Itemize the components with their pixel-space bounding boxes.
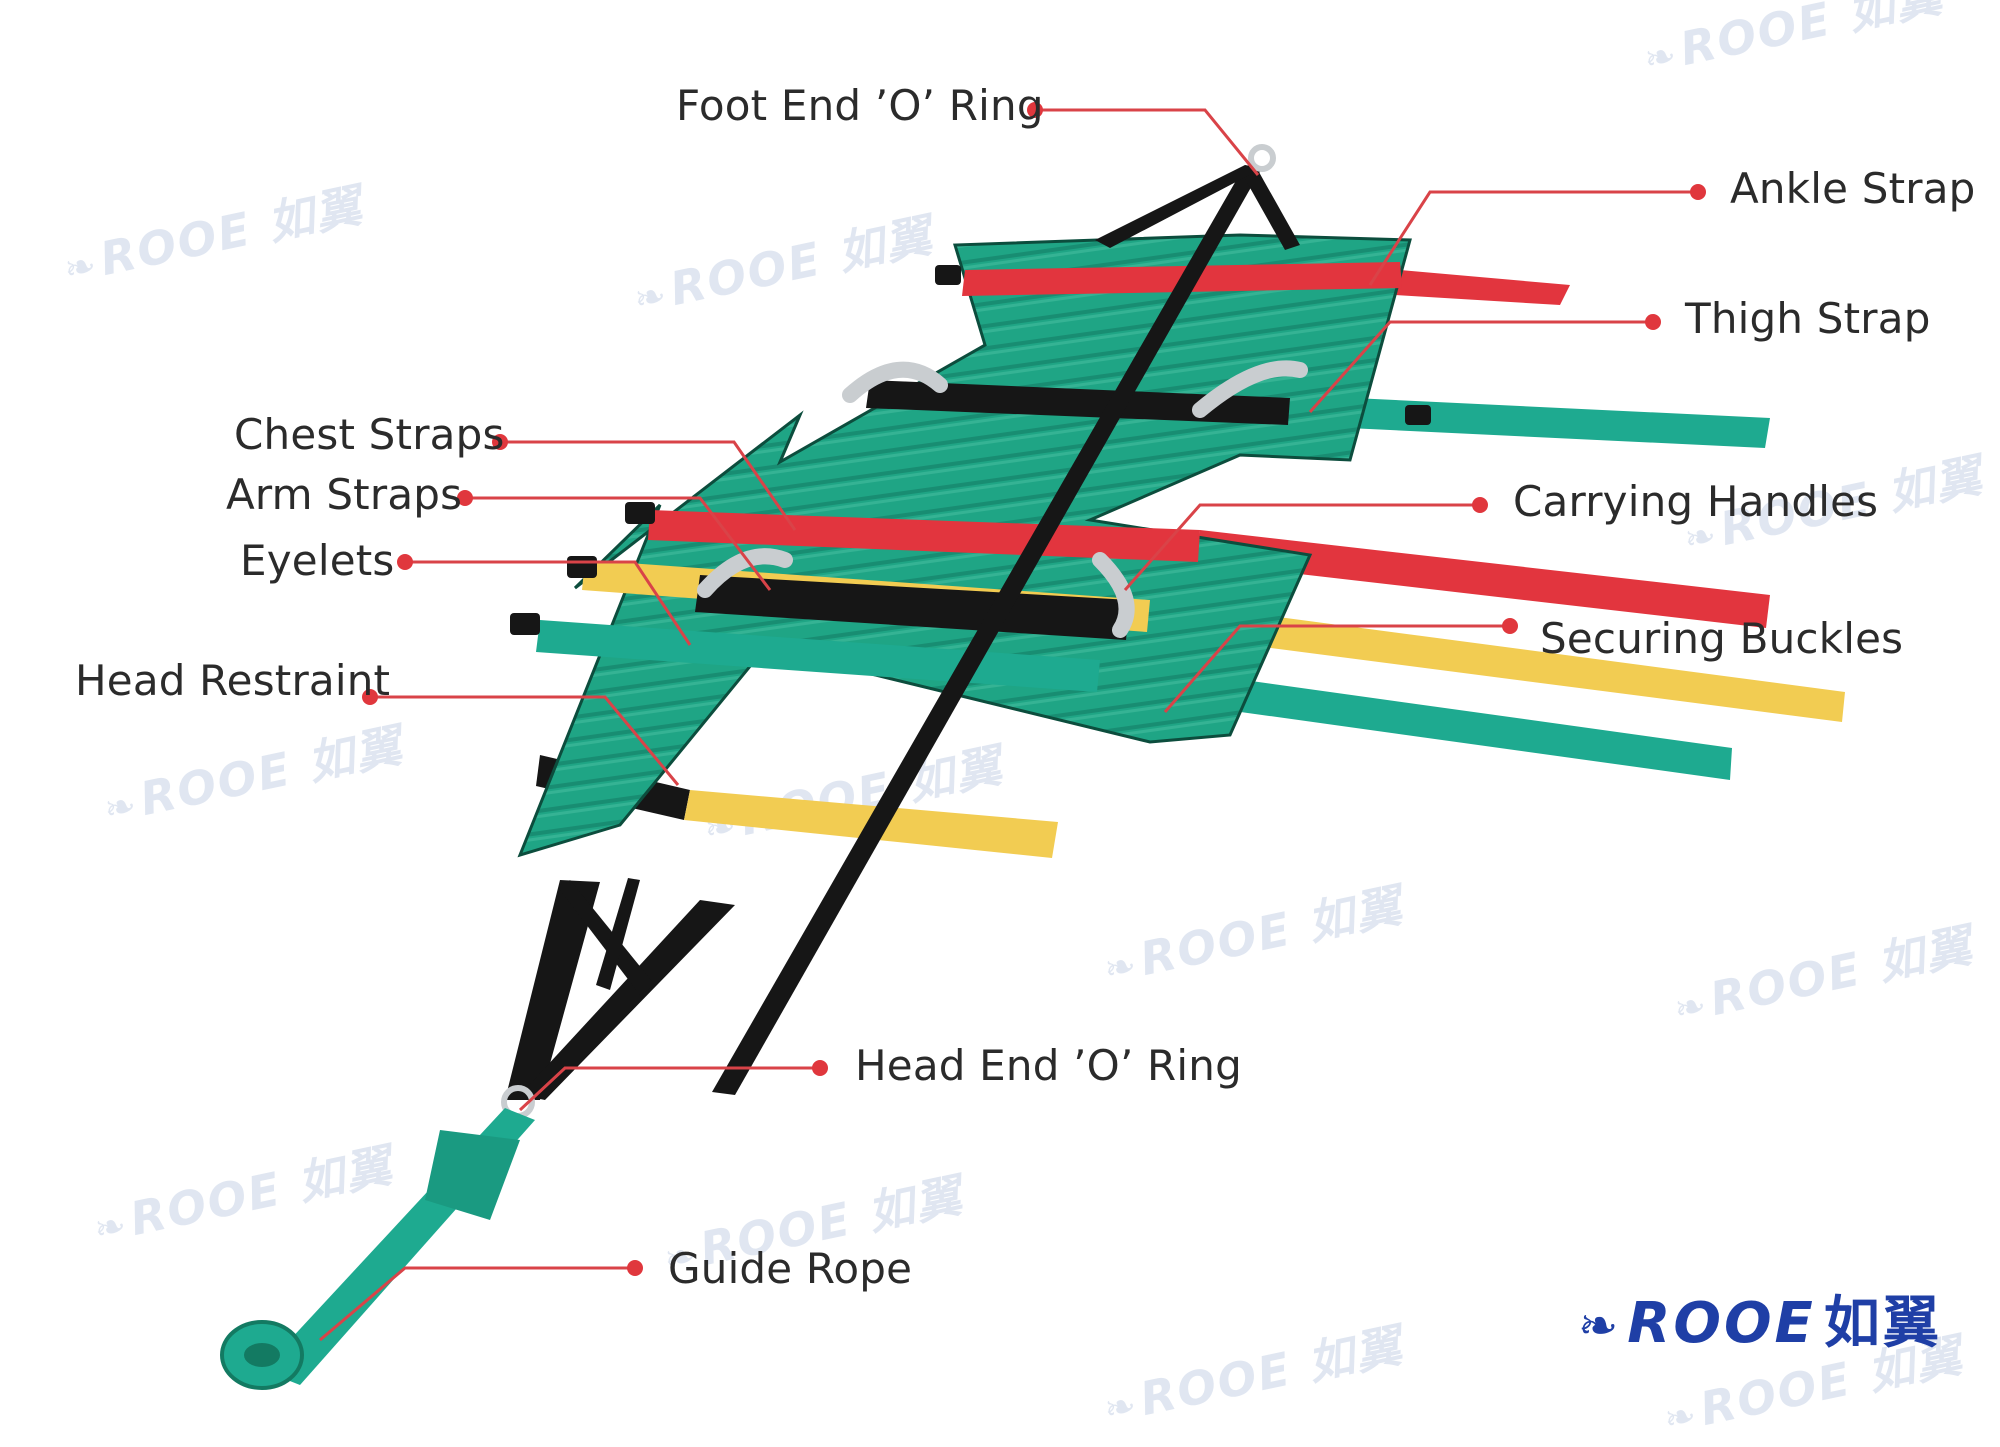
label-thigh-strap: Thigh Strap xyxy=(1685,294,1931,343)
label-ankle-strap: Ankle Strap xyxy=(1730,164,1976,213)
center-webbing xyxy=(505,165,1300,1100)
label-carrying-handles: Carrying Handles xyxy=(1513,477,1879,526)
foot-end-o-ring xyxy=(1248,144,1276,172)
stretcher-diagram xyxy=(220,102,1845,1390)
arm-strap-black xyxy=(695,575,1130,640)
label-guide-rope: Guide Rope xyxy=(668,1244,913,1293)
ankle-strap-extension xyxy=(1395,270,1570,305)
carrying-handle xyxy=(697,360,1308,638)
leader-dots xyxy=(362,102,1706,1276)
label-foot-end-o-ring: Foot End ’O’ Ring xyxy=(676,81,1044,130)
label-head-restraint: Head Restraint xyxy=(75,656,391,705)
label-head-end-o-ring: Head End ’O’ Ring xyxy=(855,1041,1242,1090)
yellow-strap-extension xyxy=(1147,600,1845,722)
label-eyelets: Eyelets xyxy=(240,536,395,585)
leader-lines xyxy=(319,108,1698,1342)
label-chest-straps: Chest Straps xyxy=(234,410,505,459)
chest-strap-extension xyxy=(1196,530,1770,628)
chest-strap xyxy=(648,510,1200,562)
guide-rope xyxy=(220,1108,535,1390)
teal-strap-extension xyxy=(1097,660,1732,780)
securing-buckle xyxy=(510,265,1431,635)
label-securing-buckles: Securing Buckles xyxy=(1540,614,1904,663)
thigh-strap-band xyxy=(866,380,1290,425)
label-arm-straps: Arm Straps xyxy=(226,470,463,519)
